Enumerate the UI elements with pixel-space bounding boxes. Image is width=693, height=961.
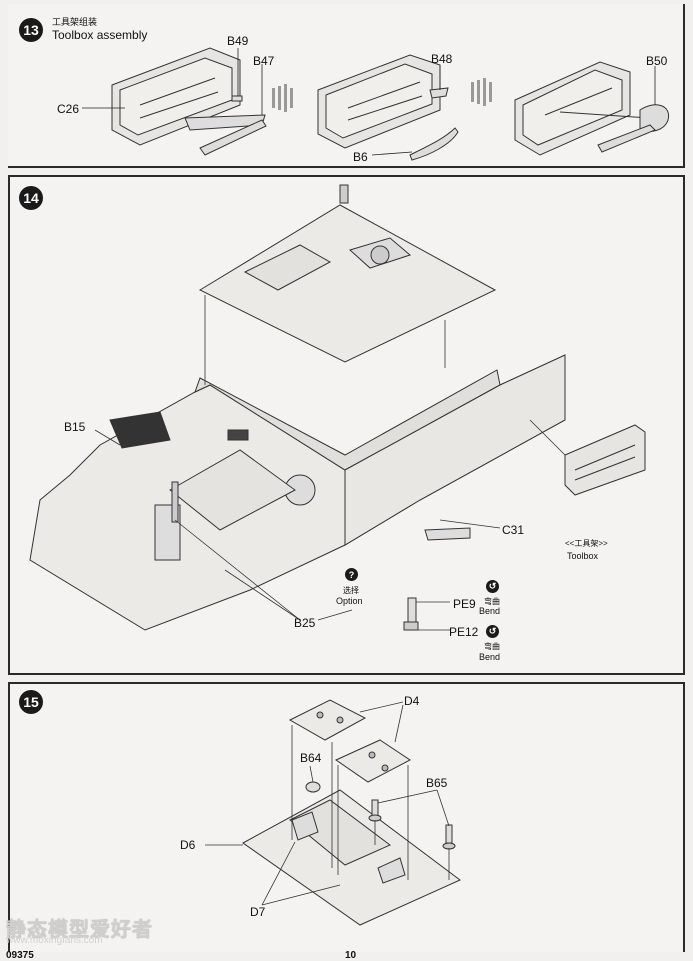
step-13-number: 13	[19, 18, 43, 42]
part-c31-label: C31	[502, 523, 525, 537]
bend-label-cn-pe12: 弯曲	[484, 642, 500, 651]
watermark-url: www.moxingfans.com	[6, 935, 103, 946]
part-b25-label: B25	[294, 616, 316, 630]
part-b50-label: B50	[646, 54, 668, 68]
part-c26-label: C26	[57, 102, 80, 116]
step-13-title-cn: 工具架组装	[52, 17, 98, 27]
step-15-number: 15	[19, 690, 43, 714]
step-13-title-en: Toolbox assembly	[52, 28, 148, 42]
part-b48-label: B48	[431, 52, 453, 66]
part-d4-label: D4	[404, 694, 420, 708]
part-b49-label: B49	[227, 34, 249, 48]
part-b15-label: B15	[64, 420, 86, 434]
bend-label-cn-pe9: 弯曲	[484, 597, 500, 606]
part-b65-label: B65	[426, 776, 448, 790]
part-pe12-label: PE12	[449, 625, 479, 639]
bend-label-en-pe12: Bend	[479, 652, 501, 662]
toolbox-label-en: Toolbox	[567, 551, 599, 561]
part-pe9-label: PE9	[453, 597, 476, 611]
option-label-en: Option	[336, 596, 363, 606]
part-d7-label: D7	[250, 905, 266, 919]
part-b64-label: B64	[300, 751, 322, 765]
part-b47-label: B47	[253, 54, 275, 68]
option-label-cn: 选择	[343, 586, 359, 595]
bend-label-en-pe9: Bend	[479, 606, 501, 616]
page-number: 10	[345, 950, 357, 961]
option-icon: ?	[345, 568, 358, 581]
page-code: 09375	[6, 950, 34, 961]
part-b6-label: B6	[353, 150, 368, 164]
bend-icon-pe9: ↺	[486, 580, 499, 593]
step-14-number: 14	[19, 186, 43, 210]
part-d6-label: D6	[180, 838, 196, 852]
toolbox-label-cn: <<工具架>>	[565, 539, 608, 548]
watermark-text: 静态模型爱好者	[6, 919, 153, 941]
bend-icon-pe12: ↺	[486, 625, 499, 638]
